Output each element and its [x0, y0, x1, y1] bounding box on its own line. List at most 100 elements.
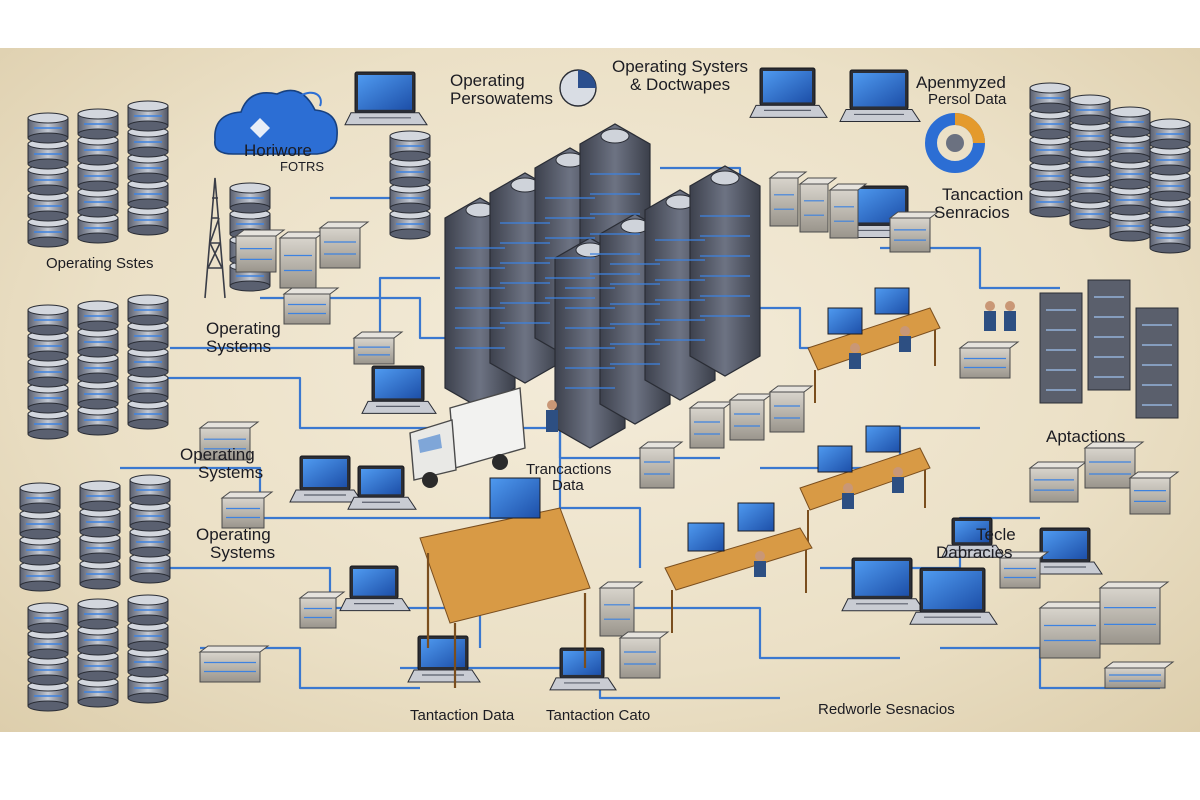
hardware-boxes: [198, 171, 1180, 689]
hardware-box: [1028, 461, 1088, 503]
disk-stack: [1029, 82, 1071, 218]
label-operating-systers-line-1: Operating Systers: [612, 57, 749, 76]
label-operating-systers-line-2: & Doctwapes: [630, 74, 731, 94]
hardware-box: [1083, 441, 1145, 489]
label-operating-personal: Operating Persowatems: [450, 72, 553, 108]
disk-stack: [1149, 118, 1191, 254]
hardware-box: [352, 331, 404, 365]
disk-stack: [127, 294, 169, 430]
label-os-c-line-1: Operating: [196, 525, 271, 544]
illustration-art: [19, 67, 1191, 712]
label-os-a-line-1: Operating: [206, 319, 281, 338]
cloud-icon: [214, 89, 338, 155]
label-operating-sstes-text: Operating Sstes: [46, 255, 154, 272]
hardware-box: [298, 591, 346, 629]
disk-stack: [127, 100, 169, 236]
label-hardware-line-1: Horiwore: [244, 141, 313, 160]
laptop: [1029, 527, 1103, 575]
label-os-b-line-2: Systems: [198, 462, 264, 482]
hardware-box: [688, 401, 734, 449]
laptop: [909, 567, 998, 625]
label-os-a-line-2: Systems: [206, 336, 272, 356]
donut-chart-icon: [925, 113, 985, 173]
hardware-box: [768, 385, 814, 433]
laptop: [407, 635, 481, 683]
label-bottom-center-text: Tantaction Cato: [546, 707, 651, 724]
laptop: [344, 71, 428, 126]
hardware-box: [958, 341, 1020, 379]
laptop: [749, 67, 828, 118]
hardware-box: [728, 393, 774, 441]
label-operating-systems-b: Operating Systems: [180, 446, 263, 482]
laptop: [347, 465, 417, 510]
illustration: Horiwore FOTRS Operating Sstes Operating…: [0, 48, 1200, 732]
hardware-box: [828, 183, 868, 239]
workstations: [419, 287, 1016, 688]
label-operating-systers: Operating Systers & Doctwapes: [612, 58, 748, 94]
disk-stack: [127, 594, 169, 704]
disk-stack: [77, 300, 119, 436]
hardware-box: [598, 581, 644, 637]
hardware-box: [1038, 601, 1110, 659]
hardware-box: [220, 491, 274, 529]
disk-stack: [1109, 106, 1151, 242]
disk-stacks: [19, 82, 1191, 712]
laptop: [839, 69, 921, 122]
label-tancaction-senracios: Tancaction Senracios: [934, 186, 1023, 222]
label-transactions-data: Trancactions Data: [526, 462, 611, 494]
laptop: [289, 455, 363, 503]
disk-stack: [77, 108, 119, 244]
label-transactions-line-2: Data: [552, 476, 584, 494]
disk-stack: [27, 112, 69, 248]
label-bottom-tantaction-data: Tantaction Data: [410, 708, 514, 724]
label-operating-personal-line-1: Operating: [450, 71, 525, 90]
disk-stack: [129, 474, 171, 584]
antenna-tower-icon: [204, 177, 226, 299]
hardware-box: [1128, 471, 1180, 515]
label-operating-personal-line-2: Persowatems: [450, 88, 553, 108]
label-apenmyzed-line-1: Apenmyzed: [916, 73, 1006, 92]
hardware-box: [198, 645, 270, 683]
label-bottom-right-text: Redworle Sesnacios: [818, 701, 955, 718]
hardware-box: [198, 421, 260, 461]
label-bottom-left-text: Tantaction Data: [410, 707, 515, 724]
disk-stack: [1069, 94, 1111, 230]
laptop: [339, 565, 411, 612]
hardware-box: [638, 441, 684, 489]
label-tancaction-line-1: Tancaction: [942, 185, 1024, 204]
hardware-box: [278, 231, 326, 289]
label-tancaction-line-2: Senracios: [934, 202, 1010, 222]
hardware-box: [282, 287, 340, 325]
label-apenmyzed-line-2: Persol Data: [928, 90, 1007, 108]
central-servers: [444, 123, 761, 449]
label-hardware: Horiwore FOTRS: [244, 142, 324, 173]
laptop: [841, 557, 925, 612]
label-tecle-dabracies: Tecle Dabracies: [936, 526, 1016, 562]
disk-stack: [27, 304, 69, 440]
hardware-box: [1103, 661, 1175, 689]
hardware-box: [768, 171, 808, 227]
label-hardware-line-2: FOTRS: [280, 158, 325, 174]
laptop: [361, 365, 437, 414]
laptop: [549, 647, 617, 691]
label-operating-sstes: Operating Sstes: [46, 256, 154, 272]
disk-stack: [27, 602, 69, 712]
storage-cabinets: [1039, 279, 1179, 419]
hardware-box: [318, 221, 370, 269]
pie-chart-icon: [559, 69, 597, 107]
label-operating-systems-c: Operating Systems: [196, 526, 275, 562]
label-os-c-line-2: Systems: [210, 542, 276, 562]
label-os-b-line-1: Operating: [180, 445, 255, 464]
label-aptactions-text: Aptactions: [1046, 427, 1126, 446]
hardware-box: [618, 631, 670, 679]
label-bottom-tantaction-cato: Tantaction Cato: [546, 708, 650, 724]
hardware-box: [888, 211, 940, 253]
truck-icon: [409, 387, 526, 488]
hardware-box: [998, 551, 1050, 589]
disk-stack: [77, 598, 119, 708]
hardware-box: [798, 177, 838, 233]
label-aptactions: Aptactions: [1046, 428, 1125, 446]
label-tecle-line-2: Dabracies: [936, 542, 1013, 562]
hardware-box: [1098, 581, 1170, 645]
label-transactions-line-1: Trancactions: [526, 461, 612, 478]
